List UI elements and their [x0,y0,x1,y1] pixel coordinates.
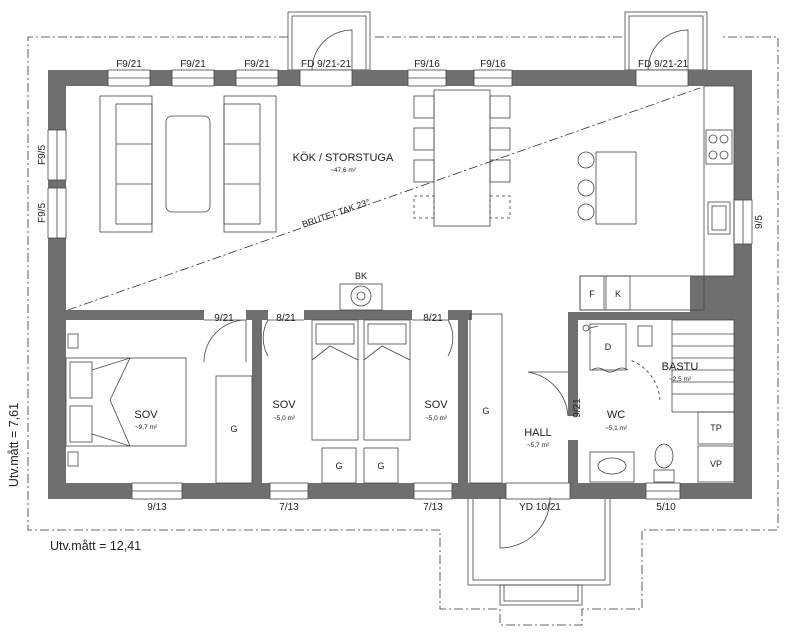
fixture-g-hall: G [482,406,489,416]
opening-left-f2: F9/5 [37,203,48,223]
fixture-bk: BK [355,271,367,281]
fixture-g-bed1: G [230,424,237,434]
opening-door-wc: 9/21 [572,398,583,418]
coffee-table [165,115,211,213]
room-label-hall: HALL [524,427,552,439]
opening-bot-w3: 7/13 [423,502,443,513]
fixture-f: F [589,289,595,299]
fixture-tp: TP [710,423,722,433]
opening-door-bed2: 8/21 [276,313,296,324]
window-openings [47,69,753,500]
kitchen-counter [579,85,735,311]
room-area-kitchen: ~47,6 m² [330,167,357,174]
opening-bot-w4: 5/10 [656,502,676,513]
balcony-door-swings [311,29,689,71]
opening-top-fd1: FD 9/21-21 [301,59,351,70]
washer-dryer [697,411,735,483]
fixture-d: D [605,342,612,352]
fixture-g-bed2: G [335,461,342,471]
wardrobe-hall [469,313,503,484]
room-area-bedroom3: ~5,0 m² [425,415,448,422]
laundry-and-sauna [589,319,735,413]
fixture-vp: VP [710,459,722,469]
opening-right-w: 9/5 [754,215,765,229]
opening-bot-w1: 9/13 [147,502,167,513]
dimension-height: Utv.mått = 7,61 [7,403,21,487]
sofa-right [223,95,277,233]
opening-top-f4: F9/16 [414,59,440,70]
opening-left-f1: F9/5 [37,145,48,165]
opening-top-f1: F9/21 [116,59,142,70]
room-label-sauna: BASTU [662,361,699,373]
roof-label: BRUTET TAK 23° [301,197,372,230]
room-area-hall: ~5,7 m² [527,442,550,449]
interior-door-swings [203,319,569,549]
room-label-kitchen: KÖK / STORSTUGA [293,152,394,164]
room-label-bedroom2: SOV [272,399,296,411]
opening-door-bed3: 8/21 [423,313,443,324]
room-area-bedroom1: ~9,7 m² [135,424,158,431]
sofa-left [99,95,153,233]
opening-bot-w2: 7/13 [279,502,299,513]
wardrobe-bed1 [215,375,253,484]
room-label-bedroom3: SOV [424,399,448,411]
room-area-wc: ~5,1 m² [605,425,628,432]
room-label-bedroom1: SOV [134,409,158,421]
interior-walls [66,276,734,483]
opening-top-fd2: FD 9/21-21 [638,59,688,70]
opening-top-f2: F9/21 [180,59,206,70]
single-beds [311,319,411,484]
kitchen-island [577,151,637,225]
dining-table [413,89,511,227]
roof-break-line [67,87,701,311]
room-label-wc: WC [607,409,625,421]
shower-head-icon [582,324,599,332]
roof-outline [27,36,779,626]
opening-top-f3: F9/21 [244,59,270,70]
exterior-walls [48,70,752,499]
opening-door-bed1: 9/21 [214,313,234,324]
window-glass-lines [56,77,744,492]
double-bed [65,333,187,467]
opening-top-f5: F9/16 [480,59,506,70]
sink-and-toilet [589,443,675,483]
fixture-k: K [615,289,621,299]
dimension-width: Utv.mått = 12,41 [50,539,141,553]
fixture-g-bed3: G [377,461,384,471]
fireplace [339,283,383,311]
room-area-bedroom2: ~5,0 m² [273,415,296,422]
opening-bot-yd: YD 10/21 [519,502,561,513]
entrance-porch [467,496,611,606]
room-area-sauna: ~2,5 m² [669,376,692,383]
